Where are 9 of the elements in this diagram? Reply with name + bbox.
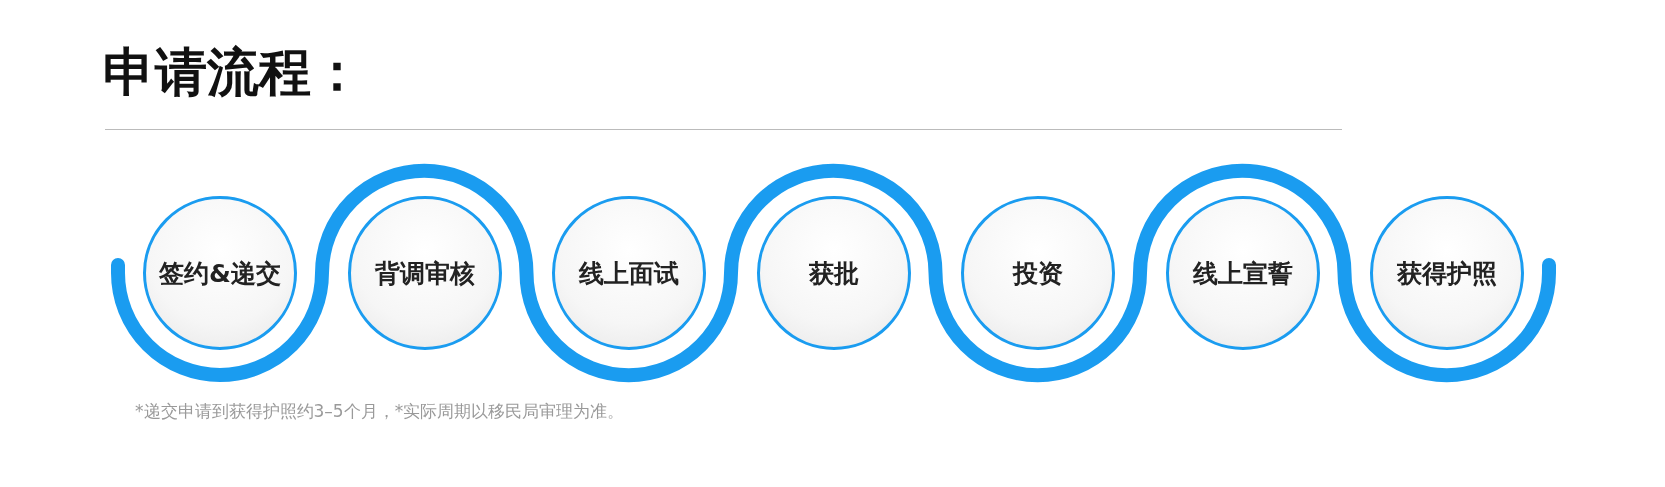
step-label: 获得护照: [1397, 257, 1497, 290]
step-label: 背调审核: [374, 257, 475, 290]
step-label: 投资: [1013, 257, 1063, 290]
step-label: 线上面试: [579, 257, 679, 290]
step-label: 线上宣誓: [1192, 257, 1293, 290]
footnote: *递交申请到获得护照约3–5个月，*实际周期以移民局审理为准。: [135, 400, 625, 423]
step-label: 签约&递交: [159, 257, 281, 290]
step-label: 获批: [808, 257, 859, 290]
heading: 申请流程：: [103, 41, 363, 104]
